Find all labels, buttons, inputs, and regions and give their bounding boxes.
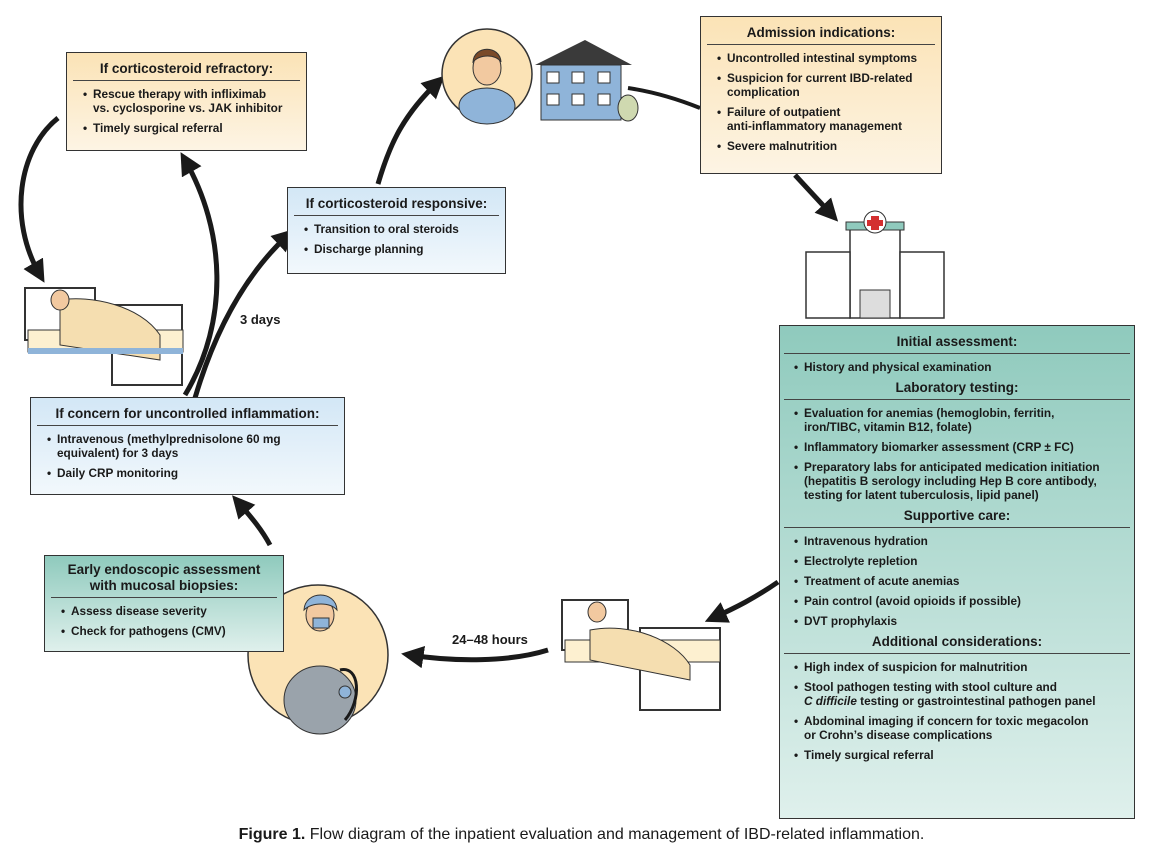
house-icon [535,40,639,122]
initial-assessment-title: Initial assessment: [896,334,1018,349]
list-item: High index of suspicion for malnutrition [794,660,1122,674]
list-item: Daily CRP monitoring [47,466,330,480]
list-item: Severe malnutrition [717,139,927,153]
laboratory-testing-list: Evaluation for anemias (hemoglobin, ferr… [784,406,1130,502]
list-item: Check for pathogens (CMV) [61,624,269,638]
bed-left-illustration [24,287,184,386]
refractory-title: If corticosteroid refractory: [99,61,274,76]
endoscopic-list: Assess disease severity Check for pathog… [51,604,277,638]
list-item: Inflammatory biomarker assessment (CRP ±… [794,440,1122,454]
list-item: History and physical examination [794,360,1122,374]
caption-text: Flow diagram of the inpatient evaluation… [305,826,925,843]
supportive-care-title: Supportive care: [903,508,1011,523]
admission-box: Admission indications: Uncontrolled inte… [700,16,942,174]
list-item: Preparatory labs for anticipated medicat… [794,460,1122,502]
list-item: Intravenous hydration [794,534,1122,548]
admission-title: Admission indications: [746,25,896,40]
supportive-care-list: Intravenous hydration Electrolyte replet… [784,534,1130,628]
patient-home-illustration [441,28,533,125]
admission-list: Uncontrolled intestinal symptoms Suspici… [707,51,935,153]
initial-assessment-list: History and physical examination [784,360,1130,374]
refractory-list: Rescue therapy with infliximab vs. cyclo… [73,87,300,135]
list-item: Discharge planning [304,242,491,256]
arrow-to-responsive [192,228,295,399]
list-item: Transition to oral steroids [304,222,491,236]
list-item: DVT prophylaxis [794,614,1122,628]
responsive-list: Transition to oral steroids Discharge pl… [294,222,499,256]
hospital-icon [805,210,945,319]
list-item: Suspicion for current IBD-related compli… [717,71,927,99]
connector-home-to-admission [627,86,701,110]
caption-label: Figure 1. [238,826,306,843]
arrow-endoscopy-to-concern [232,495,273,547]
arrow-admission-to-hospital [793,173,839,222]
arrow-responsive-to-home [375,75,445,185]
stool-italic: C difficile [804,694,857,708]
additional-considerations-list: High index of suspicion for malnutrition… [784,660,1130,762]
list-item: Assess disease severity [61,604,269,618]
figure-caption: Figure 1. Flow diagram of the inpatient … [0,826,1163,844]
arrow-up-to-refractory [180,152,220,397]
bed-right-illustration [561,599,721,711]
list-item: Abdominal imaging if concern for toxic m… [794,714,1122,742]
laboratory-testing-title: Laboratory testing: [895,380,1019,395]
responsive-box: If corticosteroid responsive: Transition… [287,187,506,274]
list-item: Intravenous (methylprednisolone 60 mg eq… [47,432,330,460]
arrow-bed-to-endoscopy [401,645,549,669]
list-item: Uncontrolled intestinal symptoms [717,51,927,65]
endoscopic-box: Early endoscopic assessment with mucosal… [44,555,284,652]
concern-list: Intravenous (methylprednisolone 60 mg eq… [37,432,338,480]
inpatient-management-box: Initial assessment: History and physical… [779,325,1135,819]
list-item: Timely surgical referral [83,121,292,135]
concern-title: If concern for uncontrolled inflammation… [55,406,320,421]
responsive-title: If corticosteroid responsive: [305,196,488,211]
stool-line-2: testing or gastrointestinal pathogen pan… [856,694,1096,708]
endoscopic-title: Early endoscopic assessment with mucosal… [67,562,261,593]
list-item: Treatment of acute anemias [794,574,1122,588]
list-item: Evaluation for anemias (hemoglobin, ferr… [794,406,1122,434]
concern-box: If concern for uncontrolled inflammation… [30,397,345,495]
arrow-teal-to-bed [704,579,780,623]
additional-considerations-title: Additional considerations: [871,634,1043,649]
list-item: Rescue therapy with infliximab vs. cyclo… [83,87,292,115]
list-item: Failure of outpatient anti-inflammatory … [717,105,927,133]
list-item: Timely surgical referral [794,748,1122,762]
list-item: Stool pathogen testing with stool cultur… [794,680,1122,708]
arrow-refractory-to-bed [18,116,60,283]
refractory-box: If corticosteroid refractory: Rescue the… [66,52,307,151]
hours-label: 24–48 hours [452,632,528,647]
three-days-label: 3 days [240,312,281,327]
list-item: Pain control (avoid opioids if possible) [794,594,1122,608]
stool-line-1: Stool pathogen testing with stool cultur… [804,680,1057,694]
list-item: Electrolyte repletion [794,554,1122,568]
